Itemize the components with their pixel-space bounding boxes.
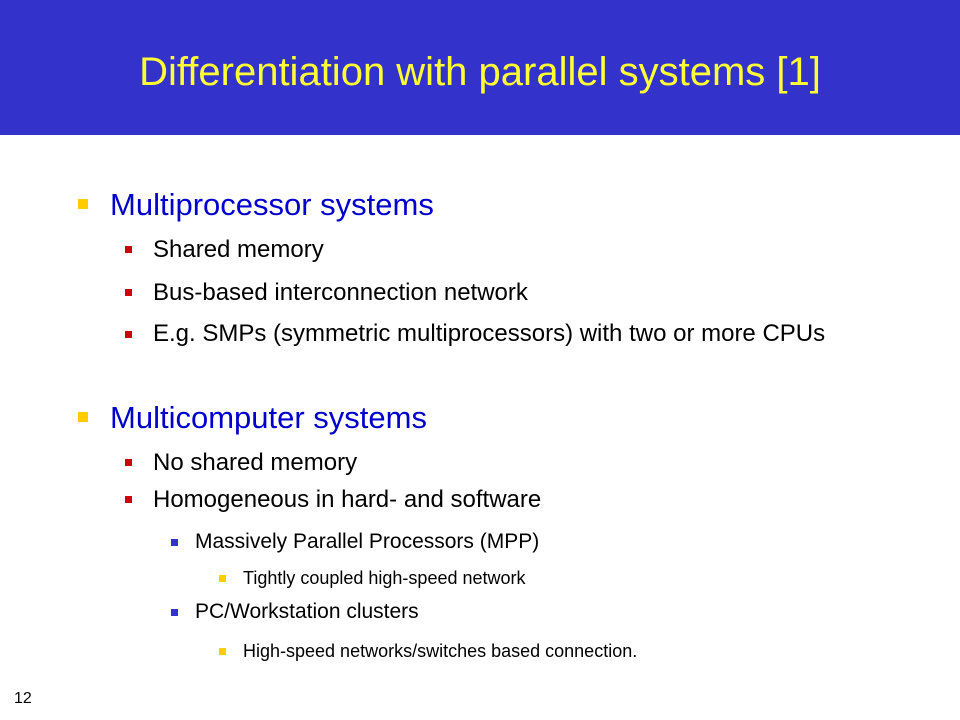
square-bullet-icon — [171, 609, 178, 616]
bullet-item-high-speed-networks: High-speed networks/switches based conne… — [219, 641, 638, 662]
bullet-item-bus-network: Bus-based interconnection network — [125, 279, 528, 307]
square-bullet-icon — [125, 459, 132, 466]
square-bullet-icon — [78, 199, 88, 209]
slide-title: Differentiation with parallel systems [1… — [139, 50, 821, 94]
bullet-text: Tightly coupled high-speed network — [243, 568, 526, 588]
page-number: 12 — [14, 690, 32, 707]
bullet-item-multicomputer: Multicomputer systems — [78, 400, 427, 436]
bullet-text: Bus-based interconnection network — [153, 279, 528, 306]
bullet-text: Multicomputer systems — [110, 400, 427, 435]
bullet-item-multiprocessor: Multiprocessor systems — [78, 187, 434, 223]
bullet-text: Massively Parallel Processors (MPP) — [195, 530, 540, 553]
bullet-text: E.g. SMPs (symmetric multiprocessors) wi… — [153, 320, 826, 347]
bullet-text: Multiprocessor systems — [110, 187, 434, 222]
square-bullet-icon — [219, 575, 226, 582]
bullet-text: Homogeneous in hard- and software — [153, 486, 542, 513]
square-bullet-icon — [125, 289, 132, 296]
square-bullet-icon — [78, 412, 88, 422]
bullet-item-no-shared-memory: No shared memory — [125, 449, 358, 477]
bullet-item-mpp: Massively Parallel Processors (MPP) — [171, 530, 540, 554]
bullet-text: Shared memory — [153, 236, 324, 263]
bullet-item-smp-example: E.g. SMPs (symmetric multiprocessors) wi… — [125, 316, 893, 352]
bullet-item-tightly-coupled: Tightly coupled high-speed network — [219, 568, 526, 589]
square-bullet-icon — [125, 331, 132, 338]
square-bullet-icon — [125, 246, 132, 253]
bullet-item-homogeneous: Homogeneous in hard- and software — [125, 486, 542, 514]
square-bullet-icon — [219, 648, 226, 655]
bullet-text: High-speed networks/switches based conne… — [243, 641, 638, 661]
bullet-item-shared-memory: Shared memory — [125, 236, 324, 264]
bullet-text: No shared memory — [153, 449, 358, 476]
bullet-text: PC/Workstation clusters — [195, 600, 419, 623]
bullet-item-clusters: PC/Workstation clusters — [171, 600, 419, 624]
square-bullet-icon — [125, 496, 132, 503]
square-bullet-icon — [171, 539, 178, 546]
title-banner: Differentiation with parallel systems [1… — [0, 0, 960, 135]
